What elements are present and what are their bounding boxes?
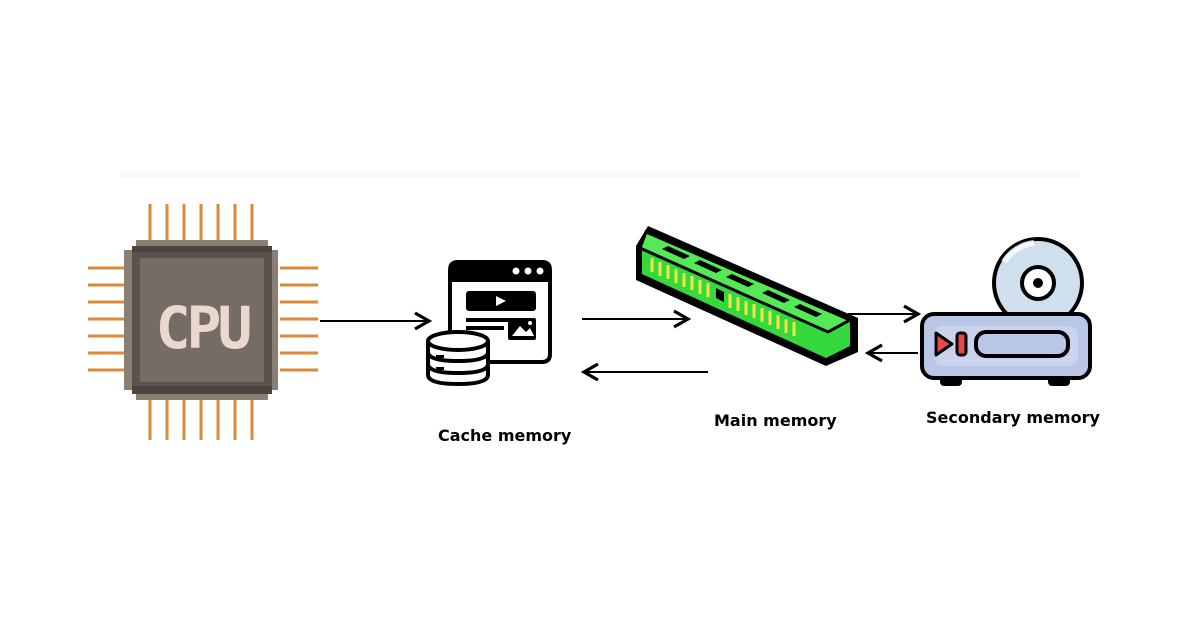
ram-module-icon [636, 226, 858, 366]
background-band [120, 172, 1080, 178]
cpu-chip-text: CPU [156, 294, 250, 362]
secondary-memory-label: Secondary memory [926, 408, 1100, 427]
disc-drive-icon [920, 237, 1092, 386]
main-memory-label: Main memory [714, 411, 837, 430]
cpu-chip-icon: CPU [88, 204, 318, 440]
cache-window-database-icon [426, 260, 552, 387]
cache-memory-label: Cache memory [438, 426, 572, 445]
